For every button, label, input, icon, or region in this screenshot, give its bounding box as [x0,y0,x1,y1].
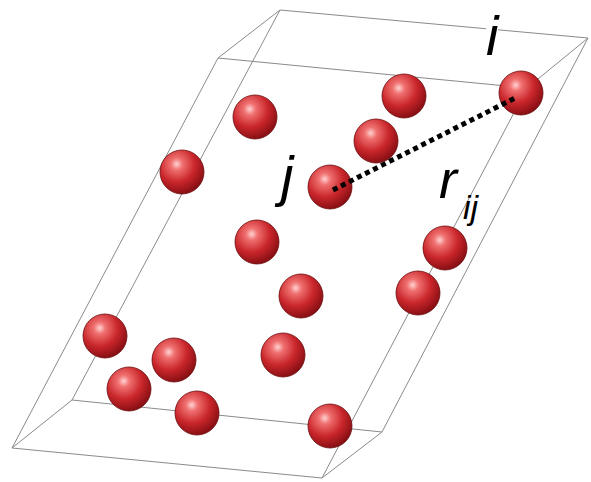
atom-sphere [107,367,151,411]
distance-line [333,97,517,190]
atom-sphere [308,404,352,448]
atom-sphere [396,271,440,315]
atom-sphere [233,95,277,139]
atom-sphere [261,333,305,377]
atom-sphere [152,338,196,382]
atom-sphere [423,226,467,270]
atom-label: j [281,148,293,204]
atom-sphere [279,274,323,318]
distance-symbol: r [439,152,457,206]
cell-edges [12,10,588,478]
atom-sphere [354,119,398,163]
distance-subscript: ij [463,190,478,224]
atom-sphere [308,165,352,209]
atom-sphere [83,314,127,358]
atom-sphere [235,220,279,264]
atoms [83,71,543,448]
atom-label: i [486,8,498,64]
atom-sphere [175,391,219,435]
atom-sphere [382,74,426,118]
atom-sphere [160,150,204,194]
atom-sphere [499,71,543,115]
